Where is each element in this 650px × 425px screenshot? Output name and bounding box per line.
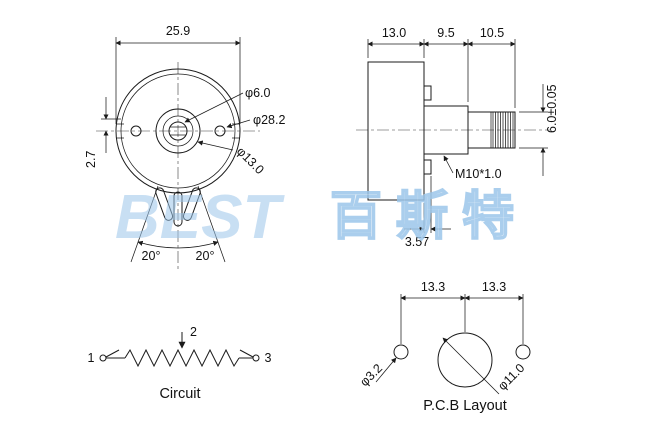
terminal-1-node (99, 354, 107, 362)
center-pin (173, 191, 183, 227)
pcb-hole-left (393, 344, 409, 360)
watermark: BEST 百斯特 (115, 183, 528, 252)
mounting-lugs (116, 123, 240, 139)
dim-width-label: 25.9 (166, 24, 190, 38)
circuit-caption: Circuit (159, 386, 200, 402)
shaft-dia-label: φ6.0 (245, 86, 271, 100)
side-body-width-label: 13.0 (382, 26, 406, 40)
side-bushing-length-label: 9.5 (437, 26, 454, 40)
side-view: 13.0 9.5 10.5 6.0±0.05 M10*1.0 3.57 (356, 26, 559, 249)
pcb-layout: 13.3 13.3 φ3.2 φ11.0 P.C.B Layout (357, 280, 531, 414)
tab-offset-label: 3.57 (405, 235, 429, 249)
width-dimension: 25.9 (115, 24, 241, 124)
pcb-center-dia-label: φ11.0 (495, 361, 527, 393)
side-shaft-length-label: 10.5 (480, 26, 504, 40)
left-pin (155, 187, 174, 221)
shaft-dia-tol-label: 6.0±0.05 (545, 84, 559, 133)
pcb-hole-dia-label: φ3.2 (357, 361, 385, 389)
pcb-caption: P.C.B Layout (423, 398, 507, 414)
terminal-3-label: 3 (265, 351, 272, 365)
thread-callout: M10*1.0 (443, 155, 502, 181)
angle-left-label: 20° (142, 249, 161, 263)
thread-label: M10*1.0 (455, 167, 502, 181)
shaft-dia-leader: φ6.0 (184, 86, 271, 123)
dim-offset-label: 2.7 (84, 151, 98, 168)
front-body-outline (115, 68, 241, 194)
angle-right-label: 20° (196, 249, 215, 263)
knurl-lines (492, 112, 514, 148)
resistor-element (124, 348, 240, 368)
length-dimensions: 13.0 9.5 10.5 (367, 26, 516, 108)
right-pin (182, 187, 201, 221)
tab-offset-dimension: 3.57 (404, 176, 451, 249)
pcb-hole-right (515, 344, 531, 360)
body-dia-label: φ28.2 (253, 113, 285, 127)
terminal-3-node (252, 354, 260, 362)
side-body-outline (367, 61, 469, 201)
watermark-cjk: 百斯特 (330, 187, 528, 247)
pcb-dim-left-label: 13.3 (421, 280, 445, 294)
terminal-2-label: 2 (190, 325, 197, 339)
pcb-center-hole (437, 332, 493, 388)
terminal-pins (155, 187, 201, 227)
shaft-dia-dimension: 6.0±0.05 (519, 84, 559, 176)
shaft-outline (467, 111, 516, 149)
watermark-latin: BEST (115, 183, 285, 252)
offset-dimension: 2.7 (84, 97, 121, 168)
pin-angle-dimension: 20° 20° (130, 185, 226, 263)
body-dia-leader: φ28.2 (226, 113, 285, 129)
front-view: 25.9 2.7 φ6.0 φ28.2 φ13.0 20° (84, 24, 285, 272)
pcb-dim-right-label: 13.3 (482, 280, 506, 294)
bushing-dia-label: φ13.0 (234, 144, 267, 177)
circuit-diagram: 1 2 3 Circuit (88, 325, 272, 402)
terminal-1-label: 1 (88, 351, 95, 365)
